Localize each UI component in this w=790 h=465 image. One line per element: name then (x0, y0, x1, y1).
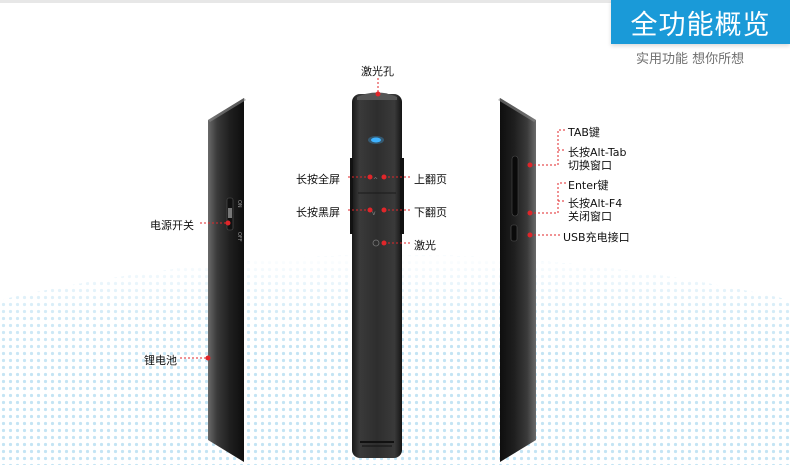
label-laser: 激光 (414, 239, 436, 252)
label-laser-hole: 激光孔 (361, 65, 394, 78)
label-long-press-fullscreen: 长按全屏 (296, 173, 340, 186)
page-title: 全功能概览 (630, 9, 771, 41)
label-lithium-battery: 锂电池 (144, 354, 177, 367)
switch-on-text: ON (236, 200, 242, 208)
label-tab-key: TAB键 (568, 126, 600, 139)
svg-text:^: ^ (373, 177, 378, 184)
svg-text:v: v (372, 210, 376, 217)
switch-off-text: OFF (236, 232, 242, 242)
title-banner: 全功能概览 (611, 0, 790, 44)
page-subtitle: 实用功能 想你所想 (636, 52, 745, 67)
label-close-window: 关闭窗口 (568, 210, 612, 223)
label-power-switch: 电源开关 (150, 219, 194, 232)
label-long-press-alt-tab: 长按Alt-Tab (568, 146, 627, 159)
label-usb-charge-port: USB充电接口 (563, 231, 630, 244)
label-page-down: 下翻页 (414, 206, 447, 219)
label-switch-window: 切换窗口 (568, 159, 612, 172)
label-enter-key: Enter键 (568, 179, 609, 192)
label-long-press-alt-f4: 长按Alt-F4 (568, 197, 623, 210)
top-border (0, 0, 790, 3)
label-long-press-blackscreen: 长按黑屏 (296, 206, 340, 219)
label-page-up: 上翻页 (414, 173, 447, 186)
